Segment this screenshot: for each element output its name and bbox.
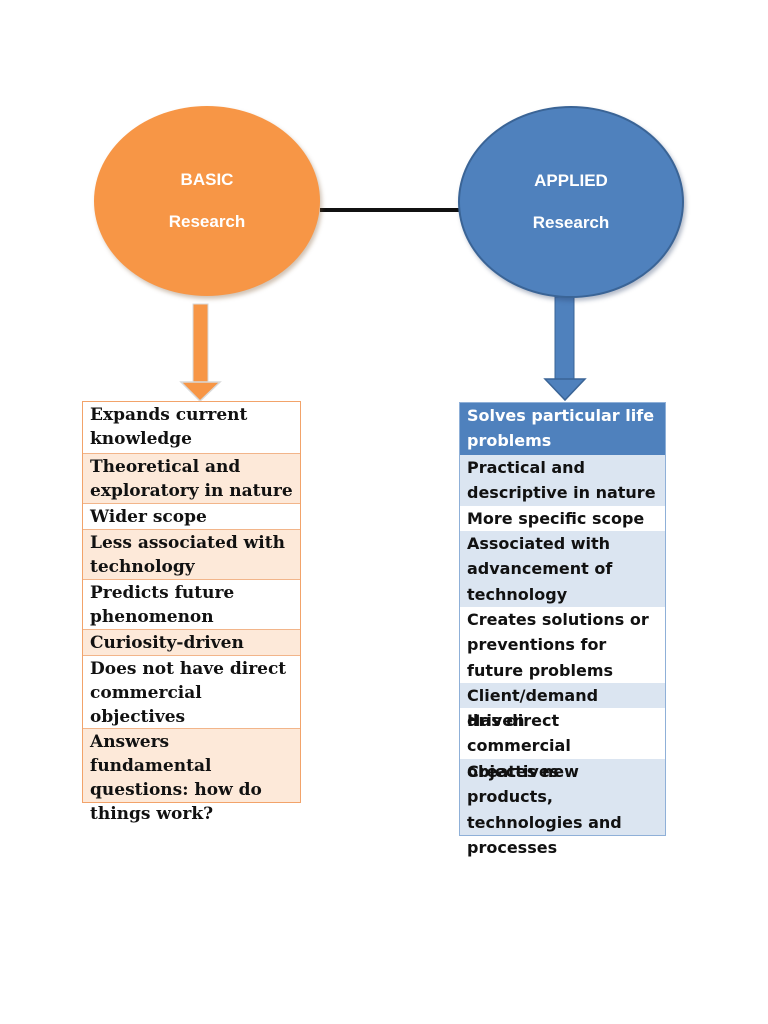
basic-item: Does not have direct commercial objectiv… [83, 656, 300, 729]
applied-item: More specific scope [467, 509, 645, 528]
basic-item: Expands current knowledge [83, 402, 300, 454]
basic-item: Predicts future phenomenon [83, 580, 300, 630]
basic-item: Less associated with technology [83, 530, 300, 580]
applied-down-arrow [543, 296, 587, 402]
connector-line [320, 208, 460, 212]
basic-item: Answers fundamental questions: how do th… [83, 729, 300, 824]
applied-item: Practical and descriptive in nature [460, 455, 665, 506]
basic-item: Curiosity-driven [83, 630, 300, 656]
basic-item: Theoretical and exploratory in nature [83, 454, 300, 504]
basic-bubble-subtitle: Research [168, 212, 246, 231]
applied-item: Creates new products, technologies and p… [460, 759, 665, 857]
applied-research-bubble: APPLIED Research [458, 106, 684, 298]
basic-down-arrow [179, 303, 222, 403]
applied-bubble-subtitle: Research [532, 213, 610, 232]
applied-item: Has direct commercial objectives [467, 711, 571, 781]
applied-characteristics-list: Solves particular life problems Practica… [459, 402, 666, 857]
applied-bubble-title: APPLIED [534, 171, 608, 190]
basic-research-bubble: BASIC Research [94, 106, 320, 296]
basic-bubble-title: BASIC [180, 170, 234, 189]
applied-item: Creates solutions or preventions for fut… [467, 610, 649, 680]
basic-item: Wider scope [83, 504, 300, 530]
applied-item: Associated with advancement of technolog… [460, 531, 665, 607]
basic-characteristics-list: Expands current knowledge Theoretical an… [82, 401, 301, 824]
applied-item: Solves particular life problems [460, 403, 665, 455]
applied-item: Client/demand driven [460, 683, 665, 730]
